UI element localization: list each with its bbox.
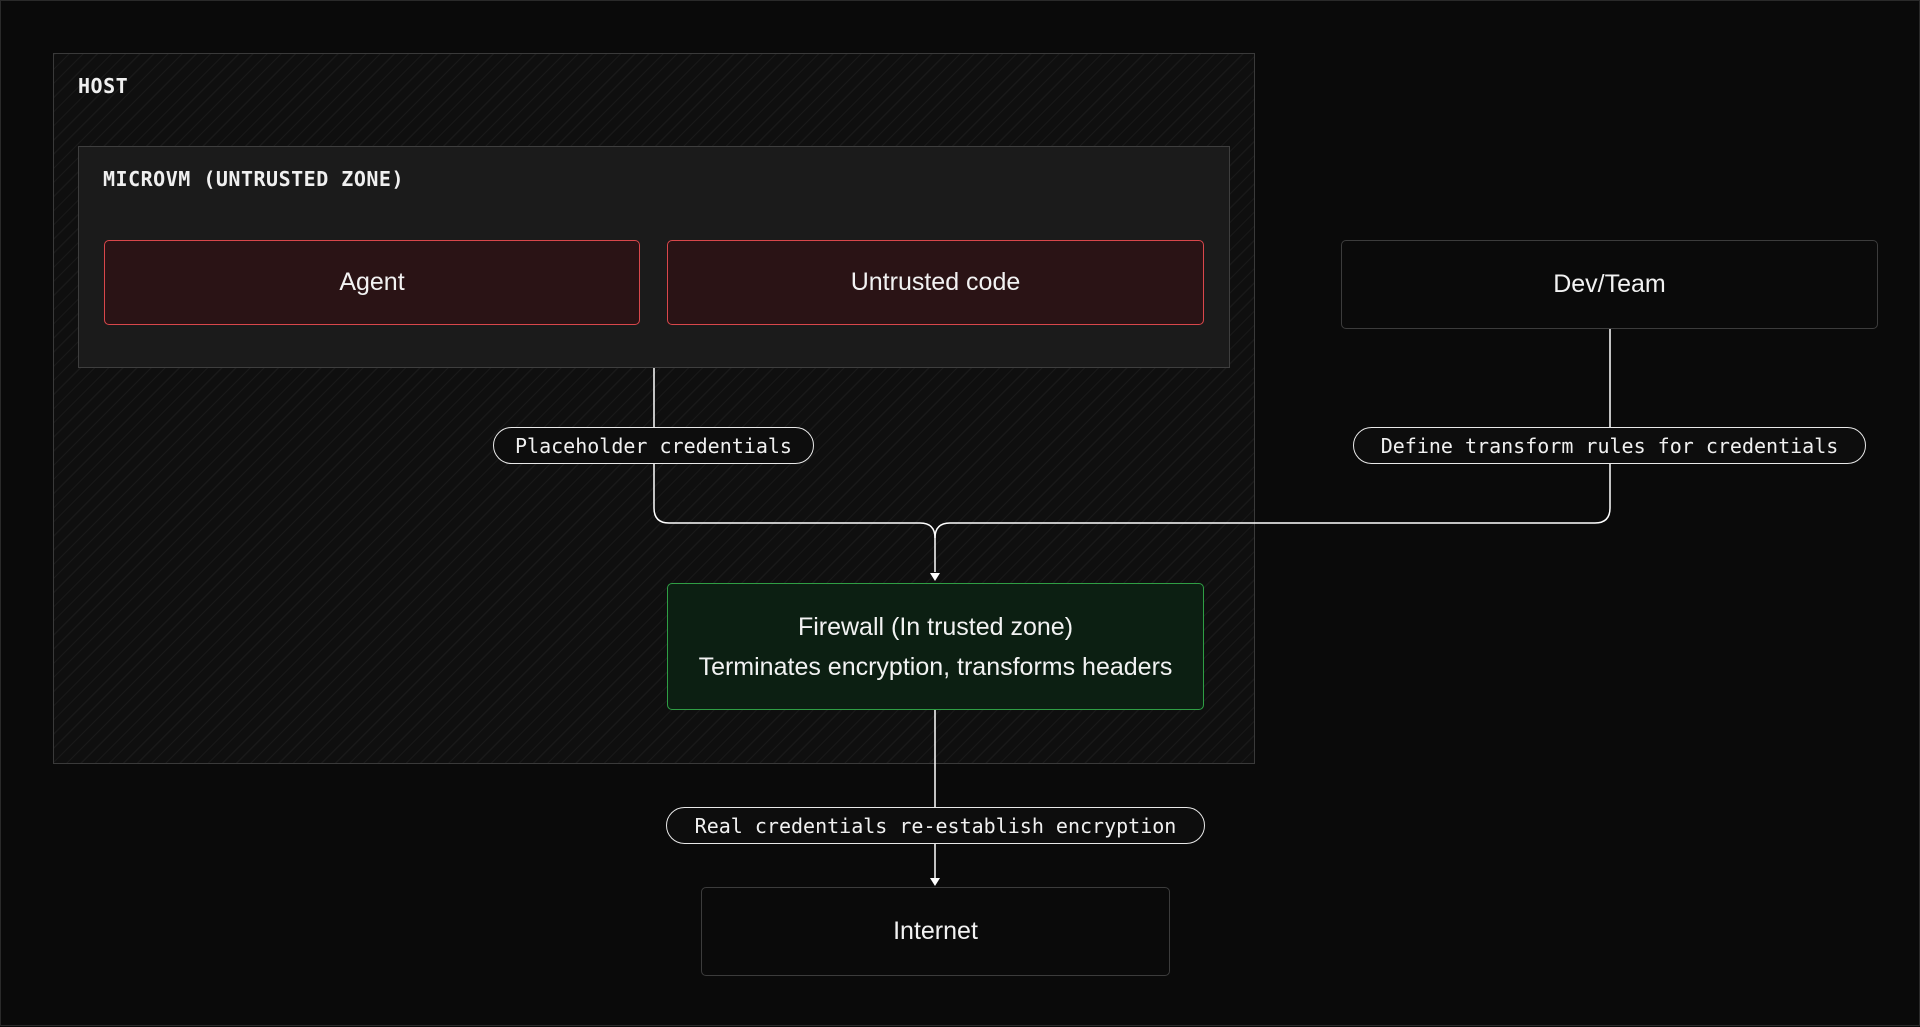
real-credentials-label: Real credentials re-establish encryption xyxy=(666,807,1205,844)
agent-label: Agent xyxy=(339,268,405,296)
dev-team-node: Dev/Team xyxy=(1341,240,1878,329)
microvm-title: MICROVM (UNTRUSTED ZONE) xyxy=(103,167,404,191)
transform-rules-connector xyxy=(934,329,1611,539)
placeholder-credentials-label: Placeholder credentials xyxy=(493,427,814,464)
untrusted-code-node: Untrusted code xyxy=(667,240,1204,325)
transform-rules-label: Define transform rules for credentials xyxy=(1353,427,1866,464)
dev-team-label: Dev/Team xyxy=(1553,270,1666,298)
firewall-node: Firewall (In trusted zone) Terminates en… xyxy=(667,583,1204,710)
internet-arrowhead xyxy=(930,878,940,886)
agent-node: Agent xyxy=(104,240,640,325)
untrusted-code-label: Untrusted code xyxy=(850,268,1021,296)
internet-node: Internet xyxy=(701,887,1170,976)
placeholder-connector xyxy=(653,368,936,572)
firewall-arrowhead xyxy=(930,573,940,581)
host-title: HOST xyxy=(78,74,129,98)
firewall-title: Firewall (In trusted zone) xyxy=(797,612,1074,641)
firewall-description: Terminates encryption, transforms header… xyxy=(698,652,1173,681)
internet-label: Internet xyxy=(893,917,978,945)
